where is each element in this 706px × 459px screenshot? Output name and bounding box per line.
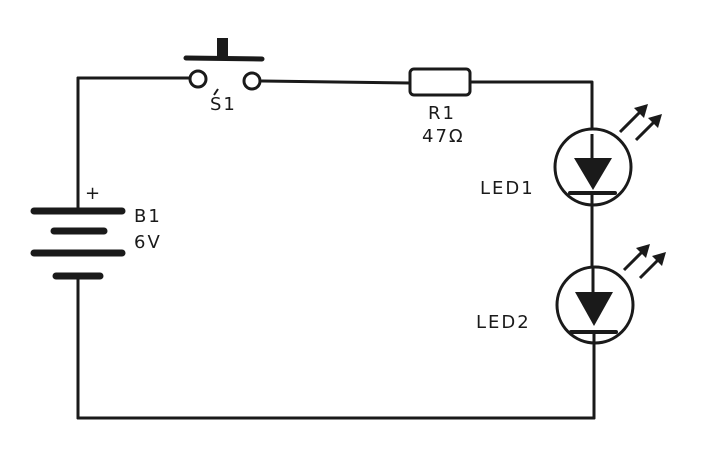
battery-b1: + B1 6V — [30, 183, 162, 280]
led1: LED1 — [480, 104, 662, 207]
wires — [76, 76, 596, 420]
switch-s1: S1 — [183, 38, 265, 115]
resistor-ref-label: R1 — [428, 103, 456, 124]
switch-accent-mark — [213, 88, 219, 96]
led1-triangle — [574, 158, 612, 190]
switch-contact-left — [188, 69, 208, 89]
wire-top-middle — [260, 79, 412, 85]
led2-triangle — [575, 292, 613, 326]
switch-ref-label: S1 — [210, 94, 237, 115]
battery-value-label: 6V — [134, 232, 162, 253]
resistor-value-label: 47Ω — [422, 126, 465, 147]
led2-light-arrows-icon — [622, 244, 666, 280]
battery-ref-label: B1 — [134, 206, 162, 227]
switch-actuator-bar — [183, 55, 265, 62]
led2: LED2 — [476, 244, 666, 345]
switch-plunger — [217, 38, 228, 58]
battery-polarity-label: + — [85, 183, 102, 204]
resistor-body — [408, 67, 472, 97]
switch-contact-right — [242, 71, 262, 91]
wire-top-right — [468, 80, 594, 136]
led1-light-arrows-icon — [618, 104, 662, 142]
led2-ref-label: LED2 — [476, 312, 531, 333]
resistor-r1: R1 47Ω — [408, 67, 472, 147]
led1-ref-label: LED1 — [480, 178, 535, 199]
